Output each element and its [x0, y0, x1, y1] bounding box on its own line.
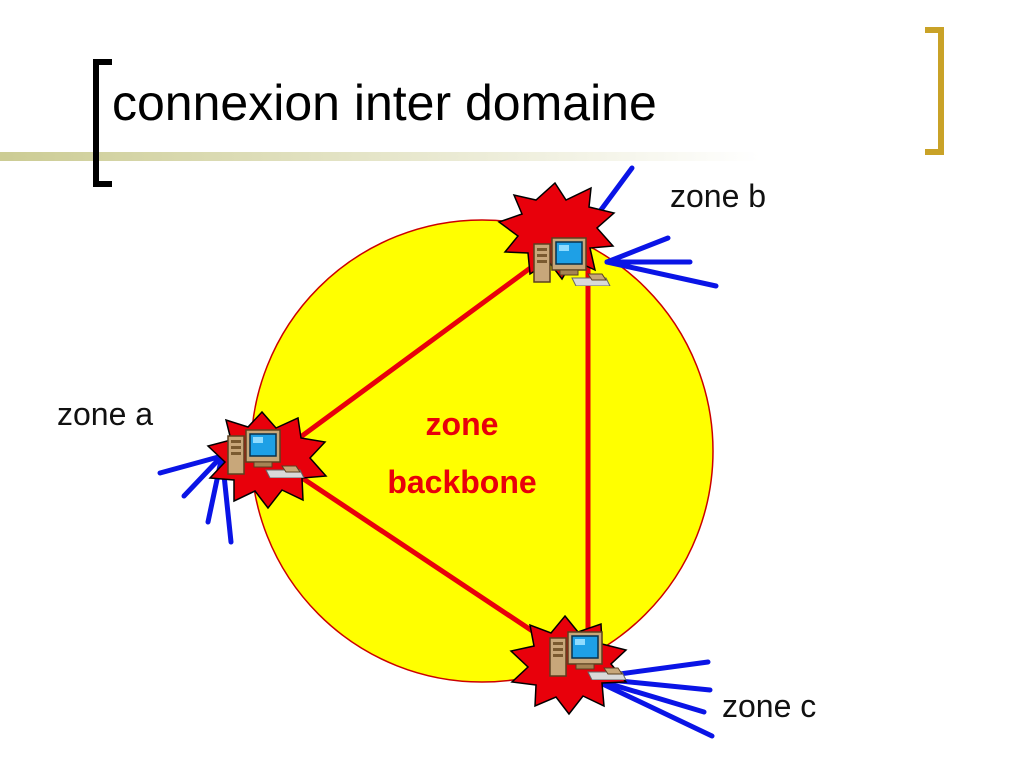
title-accent-bar [0, 152, 760, 161]
right-bracket [925, 27, 944, 155]
link-a-b [269, 252, 551, 461]
left-bracket [93, 59, 112, 187]
zone-c-label: zone c [722, 688, 817, 724]
zone-a-label: zone a [57, 396, 154, 432]
slide-title: connexion inter domaine [112, 75, 657, 131]
backbone-label-line2: backbone [387, 464, 537, 500]
backbone-links [269, 252, 591, 653]
link-a-c [269, 455, 561, 651]
zone-b-label: zone b [670, 178, 767, 214]
backbone-zone-circle [250, 219, 714, 683]
backbone-label-line1: zone [425, 406, 499, 442]
